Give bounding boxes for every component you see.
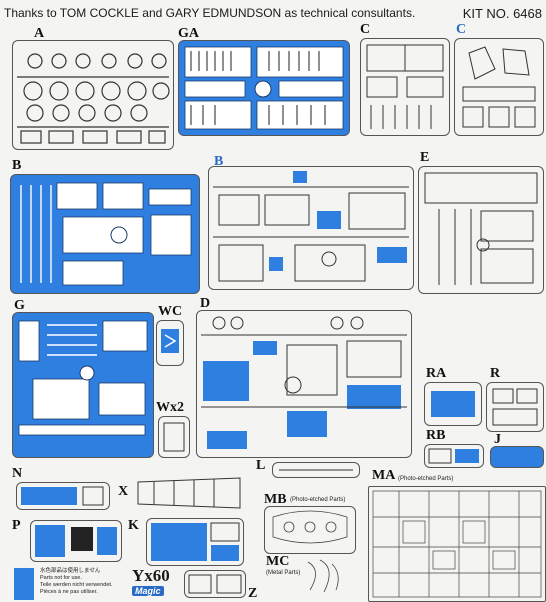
sprue-r: [486, 382, 544, 432]
sprue-c-parts: [366, 44, 444, 129]
sprue-c-copy: [454, 38, 544, 136]
sprue-label-ma: MA: [372, 468, 396, 483]
sprue-label-b: B: [12, 158, 22, 173]
sprue-label-rb: RB: [426, 428, 446, 443]
mc-subtitle: (Metal Parts): [266, 570, 301, 576]
sprue-ma-parts: [372, 490, 542, 598]
sprue-rb-parts: [428, 448, 479, 464]
sprue-label-g: G: [14, 298, 25, 313]
sprue-l-parts: [279, 469, 353, 471]
sprue-ra: [424, 382, 482, 426]
sprue-x-parts: [137, 477, 241, 509]
sprue-wc: [156, 320, 184, 366]
sprue-b-parts: [20, 182, 192, 286]
ma-subtitle: (Photo-etched Parts): [398, 476, 454, 482]
sprue-label-ga: GA: [178, 26, 199, 41]
sprue-label-n: N: [12, 466, 23, 481]
sprue-c: [360, 38, 450, 136]
sprue-b-copy-parts: [213, 171, 409, 282]
sprue-label-x: X: [118, 484, 129, 499]
sprue-e-parts: [424, 172, 538, 285]
sprue-label-b-highlight: B: [214, 154, 224, 169]
sprue-yx60: [184, 570, 246, 598]
sprue-c-copy-parts: [462, 46, 536, 128]
sprue-label-j: J: [494, 432, 501, 447]
sprue-ma: [368, 486, 546, 602]
sprue-label-d: D: [200, 296, 211, 311]
legend-de: Teile werden nicht verwendet.: [40, 582, 113, 588]
sprue-wx2-parts: [163, 422, 185, 452]
sprue-k-parts: [151, 522, 240, 561]
sprue-a-parts: [17, 53, 170, 144]
sprue-b-copy: [208, 166, 414, 290]
sprue-label-c: C: [360, 22, 371, 37]
sprue-label-p: P: [12, 518, 21, 533]
sprue-label-mb: MB: [264, 492, 287, 507]
sprue-b: [10, 174, 200, 294]
sprue-mb: [264, 506, 356, 554]
sprue-wc-parts: [161, 329, 179, 353]
sprue-label-z: Z: [248, 586, 258, 601]
sprue-k: [146, 518, 244, 566]
sprue-l: [272, 462, 360, 478]
sprue-r-parts: [492, 388, 538, 426]
sprue-label-r: R: [490, 366, 501, 381]
sprue-mc-parts: [307, 559, 339, 593]
sprue-mc: [302, 556, 344, 596]
sprue-label-e: E: [420, 150, 430, 165]
sprue-label-wx2: Wx2: [156, 400, 184, 415]
sprue-a: [12, 40, 174, 150]
sprue-x: [134, 474, 244, 514]
sprue-ga: [178, 40, 350, 136]
sprue-label-ra: RA: [426, 366, 447, 381]
credits-line: Thanks to TOM COCKLE and GARY EDMUNDSON …: [4, 6, 416, 20]
sprue-ga-parts: [179, 41, 349, 135]
legend-en: Parts not for use.: [40, 575, 82, 581]
sprue-label-l: L: [256, 458, 266, 473]
legend-jp: 水色部品は使用しません: [40, 568, 101, 574]
unused-parts-swatch: [14, 568, 34, 600]
sprue-p-parts: [35, 525, 117, 557]
sprue-e: [418, 166, 544, 294]
sprue-wx2: [158, 416, 190, 458]
legend-fr: Pièces à ne pas utiliser.: [40, 589, 98, 595]
sprue-label-k: K: [128, 518, 139, 533]
sprue-n: [16, 482, 110, 510]
sprue-label-c-highlight: C: [456, 22, 467, 37]
sprue-d-parts: [201, 316, 407, 449]
sprue-yx60-parts: [188, 574, 242, 594]
sprue-j: [490, 446, 544, 468]
magic-logo: Magic: [132, 586, 164, 596]
sprue-label-wc: WC: [158, 304, 183, 319]
sprue-label-mc: MC: [266, 554, 290, 569]
yx60-label: Yx60: [132, 566, 170, 585]
unused-parts-legend: 水色部品は使用しません Parts not for use. Teile wer…: [40, 568, 112, 596]
sprue-label-a: A: [34, 26, 45, 41]
sprue-rb: [424, 444, 484, 468]
sprue-n-parts: [21, 486, 104, 506]
sprue-d: [196, 310, 412, 458]
sprue-g: [12, 312, 154, 458]
sprue-p: [30, 520, 122, 562]
sprue-g-parts: [18, 320, 148, 436]
sprue-ra-parts: [431, 391, 475, 417]
kit-number: KIT NO. 6468: [462, 6, 542, 21]
sprue-mb-parts: [272, 510, 348, 544]
mb-subtitle: (Photo-etched Parts): [290, 497, 346, 503]
